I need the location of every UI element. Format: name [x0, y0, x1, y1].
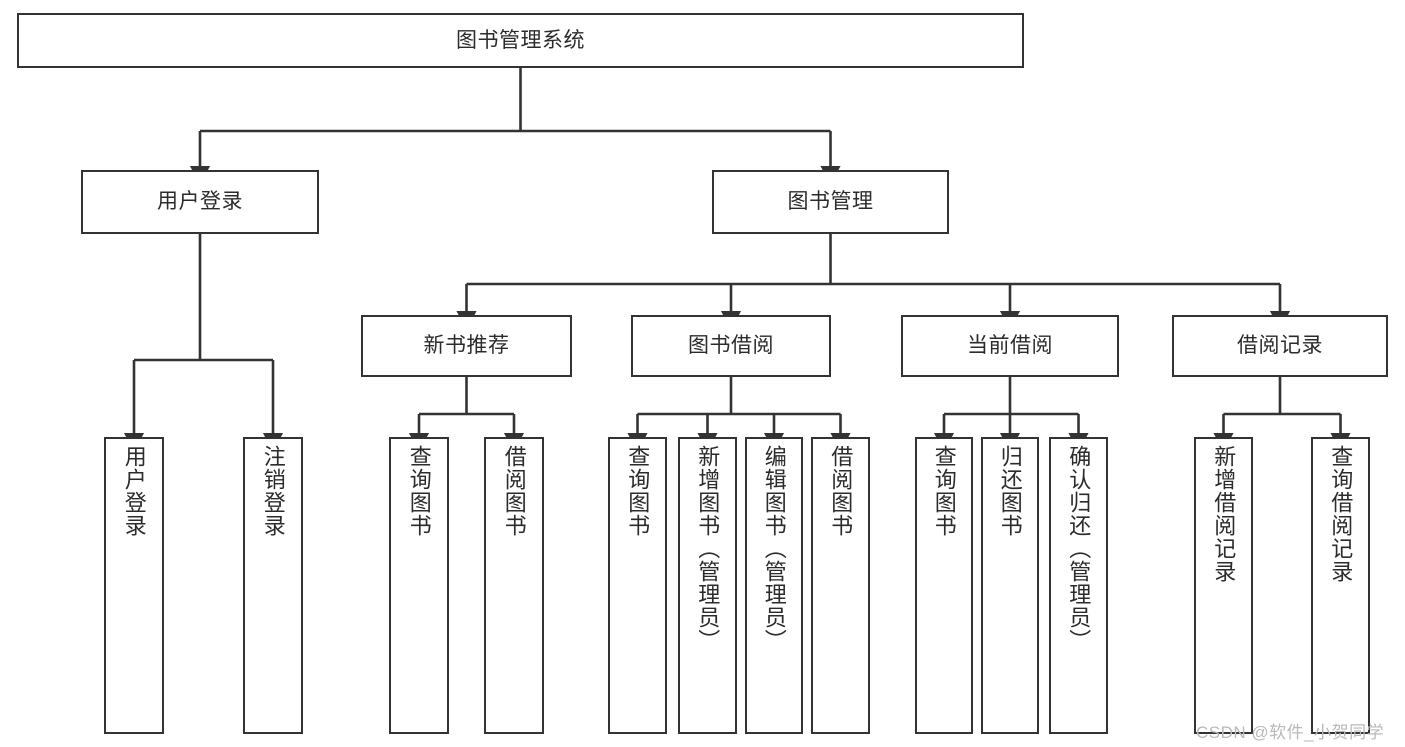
node-root[interactable]: 图书管理系统: [17, 13, 1024, 68]
node-leaf-return-book[interactable]: 归还图书: [981, 437, 1039, 734]
node-label-leaf-query-book-rec: 查询图书: [406, 445, 432, 537]
node-label-leaf-add-book: 新增图书（管理员）: [695, 445, 721, 652]
node-user-login[interactable]: 用户登录: [81, 170, 319, 234]
node-leaf-query-book-cb[interactable]: 查询图书: [915, 437, 973, 734]
node-current-borrow[interactable]: 当前借阅: [901, 315, 1119, 377]
node-label-book-borrow: 图书借阅: [688, 334, 774, 358]
node-leaf-borrow-book-rec[interactable]: 借阅图书: [484, 437, 544, 734]
node-new-book-rec[interactable]: 新书推荐: [361, 315, 572, 377]
node-label-leaf-query-book-cb: 查询图书: [931, 445, 957, 537]
node-label-leaf-logout: 注销登录: [260, 445, 286, 537]
node-label-current-borrow: 当前借阅: [967, 334, 1053, 358]
node-borrow-record[interactable]: 借阅记录: [1172, 315, 1388, 377]
node-leaf-add-record[interactable]: 新增借阅记录: [1194, 437, 1253, 734]
node-label-leaf-user-login: 用户登录: [121, 445, 147, 537]
node-leaf-user-login[interactable]: 用户登录: [104, 437, 164, 734]
node-label-borrow-record: 借阅记录: [1237, 334, 1323, 358]
node-leaf-query-record[interactable]: 查询借阅记录: [1311, 437, 1370, 734]
node-label-new-book-rec: 新书推荐: [423, 334, 510, 358]
node-label-root: 图书管理系统: [456, 28, 585, 52]
node-leaf-borrow-book-br[interactable]: 借阅图书: [811, 437, 870, 734]
node-label-leaf-edit-book: 编辑图书（管理员）: [761, 445, 787, 652]
node-label-leaf-return-book: 归还图书: [997, 445, 1023, 537]
node-label-leaf-add-record: 新增借阅记录: [1211, 445, 1237, 583]
node-leaf-add-book[interactable]: 新增图书（管理员）: [678, 437, 737, 734]
node-label-leaf-query-book-br: 查询图书: [625, 445, 651, 537]
node-leaf-query-book-rec[interactable]: 查询图书: [389, 437, 449, 734]
node-leaf-logout[interactable]: 注销登录: [243, 437, 303, 734]
node-label-leaf-query-record: 查询借阅记录: [1328, 445, 1354, 583]
csdn-watermark: CSDN @软件_小贺同学: [1196, 723, 1385, 742]
node-label-leaf-borrow-book-rec: 借阅图书: [501, 445, 527, 537]
node-label-user-login: 用户登录: [157, 190, 243, 214]
node-label-leaf-confirm-return: 确认归还（管理员）: [1066, 445, 1092, 652]
node-leaf-edit-book[interactable]: 编辑图书（管理员）: [745, 437, 803, 734]
node-leaf-query-book-br[interactable]: 查询图书: [608, 437, 667, 734]
node-label-leaf-borrow-book-br: 借阅图书: [828, 445, 854, 537]
node-book-borrow[interactable]: 图书借阅: [631, 315, 831, 377]
node-label-book-manage: 图书管理: [787, 190, 874, 214]
node-leaf-confirm-return[interactable]: 确认归还（管理员）: [1049, 437, 1108, 734]
node-book-manage[interactable]: 图书管理: [712, 170, 949, 234]
